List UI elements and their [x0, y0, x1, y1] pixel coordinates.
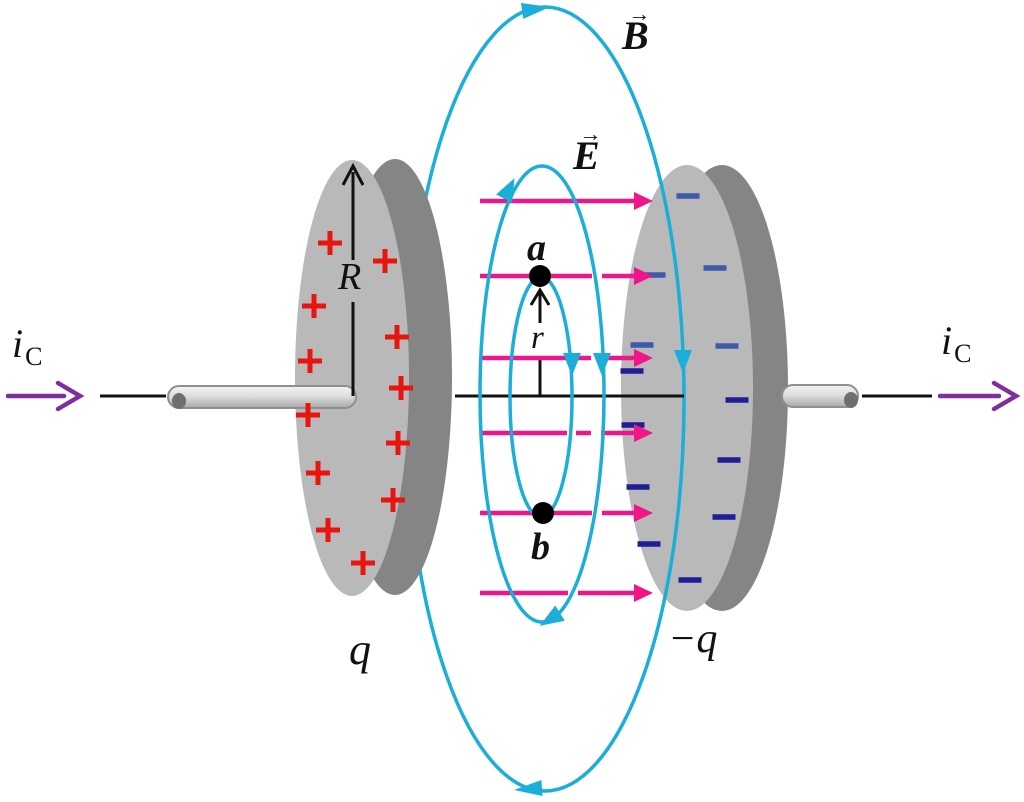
b-field-middle-ellipse [478, 164, 606, 624]
plus-charge [296, 403, 320, 427]
e-field-arrowhead [634, 192, 653, 210]
e-field-arrowhead [634, 267, 653, 285]
gap-radius-label: r [531, 320, 544, 356]
plate-radius-label: R [338, 256, 362, 298]
wire-rods [167, 384, 859, 409]
middle-loop-down-arrowhead [593, 353, 611, 376]
b-field-label: → B [622, 1, 651, 58]
plus-charge [386, 431, 410, 455]
point-b-dot [532, 502, 554, 524]
field-points [529, 265, 554, 524]
point-a-label: a [527, 227, 546, 269]
e-vector-arrow-icon: → [579, 121, 602, 146]
e-field-arrowhead [634, 584, 653, 602]
plus-charge [302, 294, 326, 318]
middle-loop-bottom-arrowhead [539, 605, 565, 626]
plus-charge [298, 349, 322, 373]
e-field-arrowhead [634, 349, 653, 367]
current-left-symbol: i [12, 321, 24, 366]
plus-charge [351, 551, 375, 575]
plate-radius-arrowhead [341, 162, 365, 186]
current-label-right: iC [941, 318, 971, 367]
point-b-label: b [531, 526, 550, 568]
plate-charges [296, 193, 749, 583]
e-field-label: → E [573, 121, 602, 178]
e-field-letter: E [573, 133, 600, 178]
plus-charge [373, 249, 397, 273]
left-current-arrowhead [55, 380, 85, 412]
measure-arrows [341, 162, 551, 396]
plus-charge [381, 488, 405, 512]
point-a-dot [529, 265, 551, 287]
conduction-current-arrows [5, 380, 1021, 412]
left-rod-end-shadow [172, 393, 186, 409]
plus-charge [316, 518, 340, 542]
right-plate-charge-label: −q [668, 616, 718, 662]
plus-charge [389, 376, 413, 400]
b-loop-right-down-arrowhead [674, 350, 692, 373]
current-right-symbol: i [941, 318, 953, 363]
left-wire-rod [167, 385, 357, 409]
e-field-arrowhead [634, 424, 653, 442]
current-left-subscript: C [25, 342, 43, 371]
right-rod-end-shadow [844, 392, 858, 408]
gap-radius-arrowhead [529, 287, 551, 306]
current-right-subscript: C [954, 339, 972, 368]
left-plate-charge-label: q [349, 625, 371, 674]
middle-loop-top-arrowhead [496, 178, 515, 203]
e-field-arrowhead [634, 504, 653, 522]
b-loop-bottom-arrowhead [514, 780, 543, 797]
plus-charge [306, 461, 330, 485]
right-wire-rod [781, 384, 859, 408]
b-vector-arrow-icon: → [628, 1, 651, 26]
plus-charge [385, 325, 409, 349]
b-loop-top-arrowhead [521, 3, 550, 19]
right-current-arrowhead [991, 380, 1021, 412]
plus-charge [318, 231, 342, 255]
inner-loop-down-arrowhead [563, 353, 581, 376]
current-label-left: iC [12, 321, 42, 370]
b-field-letter: B [622, 13, 649, 58]
